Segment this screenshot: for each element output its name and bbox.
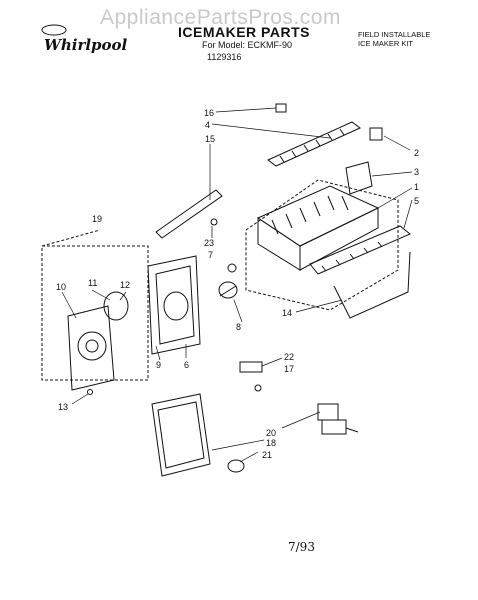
watermark: AppliancePartsPros.com: [100, 6, 341, 29]
callout-21: 21: [262, 450, 272, 460]
mold-body: [256, 185, 380, 271]
screw-13: [87, 389, 93, 395]
callout-23: 23: [204, 238, 214, 248]
kit-line-1: FIELD INSTALLABLE: [358, 30, 431, 39]
screw-17: [254, 384, 262, 392]
callout-16: 16: [204, 108, 214, 118]
ejector-blade: [267, 121, 361, 167]
callout-22: 22: [284, 352, 294, 362]
callout-15: 15: [205, 134, 215, 144]
callout-18: 18: [266, 438, 276, 448]
kit-line-2: ICE MAKER KIT: [358, 39, 414, 48]
assembly-outline: [245, 179, 399, 311]
control-outline: [41, 245, 149, 381]
brand-name: Whirlpool: [44, 36, 128, 54]
bracket-part: [369, 127, 383, 141]
callout-6: 6: [184, 360, 189, 370]
callout-10: 10: [56, 282, 66, 292]
model-line: For Model: ECKMF-90: [202, 40, 293, 50]
callout-9: 9: [156, 360, 161, 370]
stripper-part: [309, 225, 411, 275]
callout-2: 2: [414, 148, 419, 158]
mounting-plate: [147, 255, 201, 355]
clip-22: [239, 361, 263, 373]
callout-11: 11: [88, 278, 97, 288]
callout-12: 12: [120, 280, 130, 290]
callout-19: 19: [92, 214, 102, 224]
callout-5: 5: [414, 196, 419, 206]
callout-3: 3: [414, 167, 419, 177]
shield-part: [345, 161, 373, 195]
callout-14: 14: [282, 308, 292, 318]
front-cover: [151, 393, 211, 477]
callout-7: 7: [208, 250, 213, 260]
control-module: [67, 291, 129, 391]
callout-17: 17: [284, 364, 294, 374]
callout-labels: 16 4 15 2 3 1 5 23 7 8 6 9 19 11 12 10 1…: [56, 108, 419, 460]
callout-8: 8: [236, 322, 241, 332]
callout-1: 1: [414, 182, 419, 192]
fill-tube: [155, 189, 223, 239]
screw-23: [210, 218, 218, 226]
callout-20: 20: [266, 428, 276, 438]
part-7: [227, 263, 237, 273]
knob-part: [227, 459, 245, 473]
whirlpool-logo: Whirlpool: [40, 22, 140, 58]
leader-lines: [61, 107, 413, 463]
motor-part: [218, 281, 238, 299]
water-valve: [317, 403, 359, 435]
callout-13: 13: [58, 402, 68, 412]
clip-part: [275, 103, 287, 113]
page-title: ICEMAKER PARTS: [178, 24, 310, 40]
callout-4: 4: [205, 120, 210, 130]
shutoff-arm: [333, 251, 411, 319]
revision-date: 7/93: [288, 540, 315, 554]
part-number: 1129316: [207, 52, 242, 62]
kit-label: FIELD INSTALLABLE ICE MAKER KIT: [358, 30, 430, 48]
